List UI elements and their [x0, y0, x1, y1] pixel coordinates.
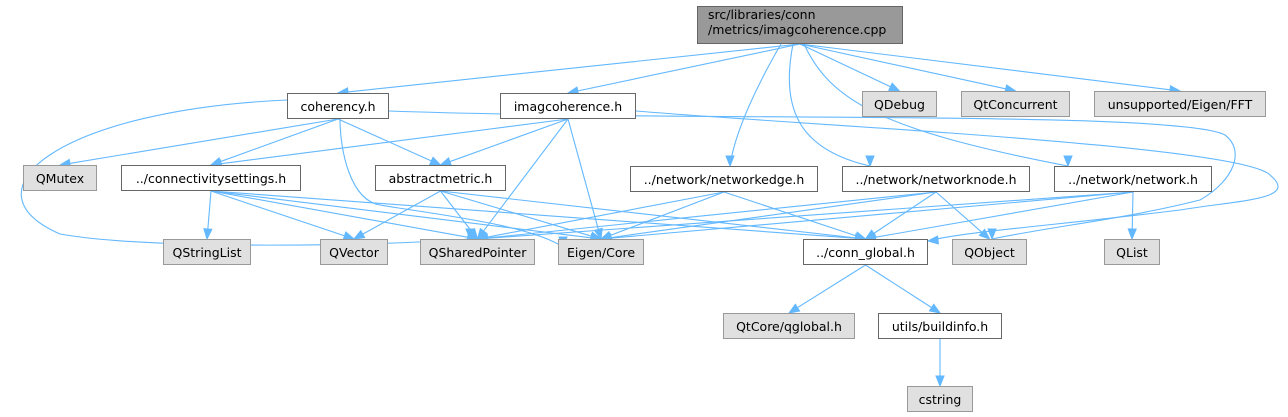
- node-abstractmetric[interactable]: abstractmetric.h: [375, 165, 506, 191]
- edge-networknode-to-connglobal: [872, 191, 937, 235]
- node-qstringlist[interactable]: QStringList: [163, 239, 251, 265]
- node-qvector-label: QVector: [329, 244, 379, 260]
- node-qsharedpointer[interactable]: QSharedPointer: [420, 239, 535, 265]
- edge-abstractmetric-to-eigencore: [440, 190, 593, 237]
- node-qglobal-label: QtCore/qglobal.h: [736, 318, 842, 334]
- edge-connectivitysettings-to-connglobal: [210, 190, 857, 239]
- arrowhead-root-to-qdebug: [887, 82, 901, 92]
- node-qglobal[interactable]: QtCore/qglobal.h: [723, 313, 855, 339]
- node-qdebug-label: QDebug: [874, 96, 925, 112]
- node-root-line1: src/libraries/conn: [708, 7, 816, 22]
- edge-abstractmetric-to-qsharedpointer: [440, 190, 473, 233]
- arrowhead-buildinfo-to-cstring: [935, 375, 945, 388]
- edge-root-to-networkedge: [729, 43, 782, 167]
- node-networknode-label: ../network/networknode.h: [855, 171, 1017, 187]
- edge-root-to-qtconcurrent: [799, 43, 1007, 90]
- edge-root-to-qdebug: [799, 43, 892, 88]
- node-root[interactable]: src/libraries/conn /metrics/imagcoherenc…: [697, 6, 903, 44]
- node-coherency-label: coherency.h: [300, 98, 376, 114]
- node-networknode[interactable]: ../network/networknode.h: [842, 166, 1030, 192]
- node-eigencore[interactable]: Eigen/Core: [558, 239, 644, 265]
- node-imagcoherence[interactable]: imagcoherence.h: [500, 93, 636, 119]
- edge-network-to-qlist: [1131, 191, 1134, 231]
- edge-coherency-to-abstractmetric: [337, 118, 433, 162]
- edge-imagcoherence-to-qsharedpointer: [482, 118, 569, 233]
- node-network[interactable]: ../network/network.h: [1054, 166, 1212, 192]
- edge-network-to-qsharedpointer: [486, 191, 1134, 239]
- edge-connglobal-to-buildinfo: [865, 264, 933, 309]
- edge-connectivitysettings-to-qvector: [210, 190, 346, 237]
- node-fft[interactable]: unsupported/Eigen/FFT: [1094, 91, 1266, 117]
- arrowhead-abstractmetric-to-qvector: [352, 229, 366, 240]
- node-qlist[interactable]: QList: [1104, 239, 1160, 265]
- node-buildinfo-label: utils/buildinfo.h: [891, 318, 989, 334]
- arrowhead-network-to-qlist: [1127, 228, 1137, 241]
- edge-root-to-imagcoherence: [576, 43, 801, 92]
- node-imagcoherence-label: imagcoherence.h: [513, 98, 623, 114]
- edge-imagcoherence-to-abstractmetric: [448, 118, 569, 163]
- edge-connectivitysettings-to-qsharedpointer: [210, 190, 469, 238]
- edge-connglobal-to-qglobal: [796, 264, 866, 309]
- node-cstring[interactable]: cstring: [907, 386, 973, 412]
- node-eigencore-label: Eigen/Core: [566, 244, 636, 260]
- node-qtconcurrent-label: QtConcurrent: [973, 96, 1058, 112]
- node-coherency[interactable]: coherency.h: [287, 93, 389, 119]
- edge-root-to-networknode: [788, 43, 871, 167]
- arrowhead-connglobal-to-qglobal: [787, 303, 801, 314]
- edge-network-to-connglobal: [874, 191, 1134, 238]
- node-qmutex-label: QMutex: [35, 170, 85, 186]
- node-fft-label: unsupported/Eigen/FFT: [1107, 96, 1253, 112]
- arrowhead-connglobal-to-buildinfo: [928, 303, 942, 314]
- node-connglobal-label: ../conn_global.h: [816, 244, 915, 260]
- edge-coherency-to-eigencore: [339, 118, 564, 248]
- node-qvector[interactable]: QVector: [320, 239, 388, 265]
- node-qdebug[interactable]: QDebug: [862, 91, 937, 117]
- arrowhead-imagcoherence-to-connglobal: [926, 235, 939, 245]
- node-qmutex[interactable]: QMutex: [23, 165, 97, 191]
- node-root-line2: /metrics/imagcoherence.cpp: [708, 22, 887, 37]
- edge-root-to-fft: [799, 43, 1172, 91]
- edge-abstractmetric-to-connglobal: [440, 190, 857, 239]
- edge-root-to-coherency: [346, 43, 801, 93]
- arrowhead-coherency-to-abstractmetric: [428, 156, 442, 166]
- edge-networkedge-to-connglobal: [723, 191, 858, 237]
- node-qstringlist-label: QStringList: [172, 244, 242, 260]
- node-qobject[interactable]: QObject: [952, 239, 1027, 265]
- arrowhead-abstractmetric-to-qsharedpointer: [467, 227, 479, 241]
- node-qtconcurrent[interactable]: QtConcurrent: [961, 91, 1070, 117]
- arrowhead-networknode-to-qobject: [978, 228, 991, 240]
- node-qlist-label: QList: [1116, 244, 1148, 260]
- arrowhead-root-to-networkedge: [725, 155, 735, 168]
- node-buildinfo[interactable]: utils/buildinfo.h: [878, 313, 1002, 339]
- node-networkedge-label: ../network/networkedge.h: [643, 171, 805, 187]
- node-networkedge[interactable]: ../network/networkedge.h: [630, 166, 818, 192]
- edge-coherency-to-qmutex: [68, 118, 339, 165]
- node-connglobal[interactable]: ../conn_global.h: [803, 239, 928, 265]
- edge-abstractmetric-to-qvector: [361, 190, 441, 236]
- edge-networknode-to-eigencore: [609, 191, 937, 239]
- edge-connectivitysettings-to-eigencore: [210, 190, 593, 239]
- edge-layer: [20, 43, 1279, 388]
- node-connectivitysettings-label: ../connectivitysettings.h: [135, 170, 287, 186]
- arrowhead-root-to-networknode: [865, 155, 875, 168]
- edge-networknode-to-qobject: [935, 191, 984, 234]
- edge-connectivitysettings-to-qstringlist: [207, 190, 212, 231]
- node-qobject-label: QObject: [964, 244, 1015, 260]
- edge-network-to-eigencore: [609, 191, 1134, 239]
- node-connectivitysettings[interactable]: ../connectivitysettings.h: [121, 165, 301, 191]
- arrowhead-root-to-network: [1063, 155, 1073, 168]
- edge-imagcoherence-to-eigencore: [567, 118, 600, 231]
- edge-networknode-to-qsharedpointer: [486, 191, 937, 239]
- node-network-label: ../network/network.h: [1068, 171, 1198, 187]
- node-cstring-label: cstring: [918, 391, 962, 407]
- node-qsharedpointer-label: QSharedPointer: [428, 244, 527, 260]
- edge-imagcoherence-to-connectivitysettings: [219, 118, 569, 165]
- edge-networkedge-to-qsharedpointer: [486, 191, 725, 238]
- node-abstractmetric-label: abstractmetric.h: [388, 170, 493, 186]
- edge-imagcoherence-to-connglobal: [635, 110, 1279, 242]
- edge-coherency-to-connectivitysettings: [219, 118, 339, 163]
- arrowhead-connectivitysettings-to-qstringlist: [203, 228, 213, 241]
